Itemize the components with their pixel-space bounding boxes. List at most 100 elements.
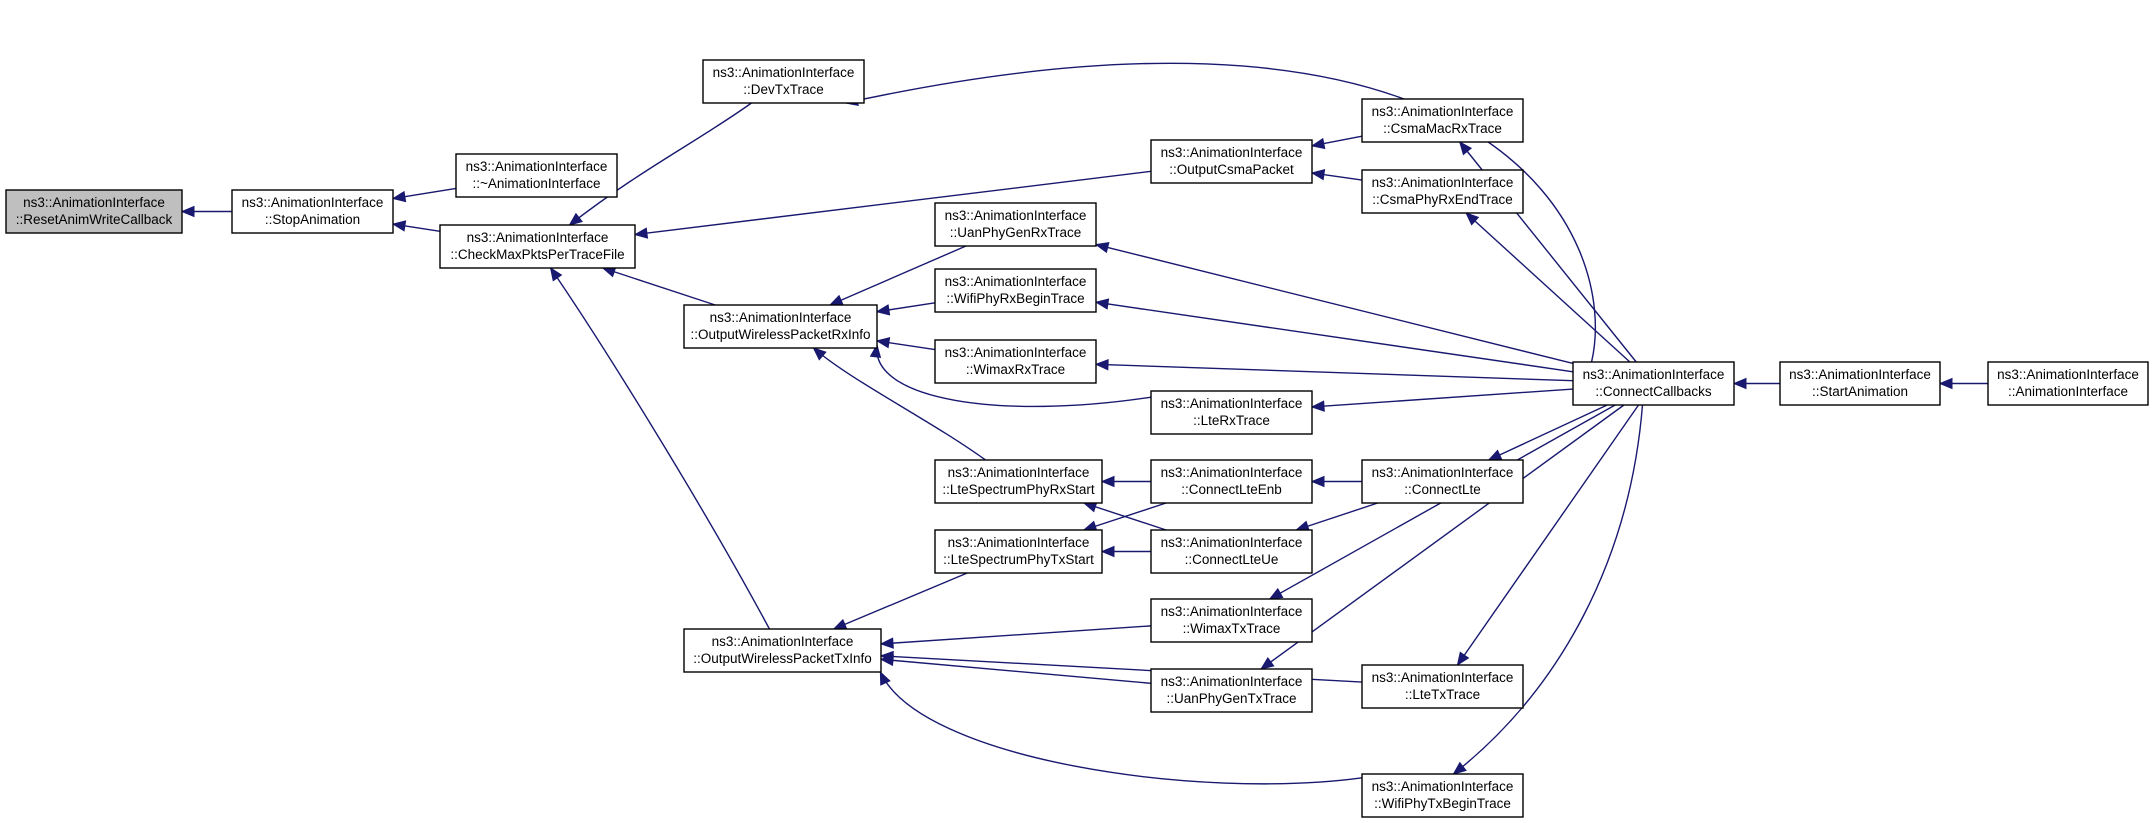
node-box — [1150, 668, 1313, 713]
edge-line — [833, 572, 968, 630]
node-connenb[interactable]: ns3::AnimationInterface::ConnectLteEnb — [1150, 459, 1313, 504]
node-label-line1: ns3::AnimationInterface — [467, 230, 609, 245]
node-ctor[interactable]: ns3::AnimationInterface::AnimationInterf… — [1987, 361, 2149, 406]
node-csmamac[interactable]: ns3::AnimationInterface::CsmaMacRxTrace — [1361, 98, 1524, 143]
node-wimaxtx[interactable]: ns3::AnimationInterface::WimaxTxTrace — [1150, 598, 1313, 643]
node-connlte[interactable]: ns3::AnimationInterface::ConnectLte — [1361, 459, 1524, 504]
edge-connectcb-to-lterx — [1310, 388, 1574, 412]
edge-connenb-to-ltespecrx — [1100, 475, 1151, 488]
node-label-line2: ::ResetAnimWriteCallback — [16, 212, 173, 227]
node-label-line1: ns3::AnimationInterface — [1161, 145, 1303, 160]
edge-connue-to-ltespectx — [1100, 545, 1151, 558]
node-stop[interactable]: ns3::AnimationInterface::StopAnimation — [231, 189, 394, 234]
edge-line — [813, 347, 986, 461]
edge-arrowhead — [1732, 377, 1747, 390]
node-csmaphy[interactable]: ns3::AnimationInterface::CsmaPhyRxEndTra… — [1361, 169, 1524, 214]
edge-connectcb-to-wimaxrx — [1094, 358, 1574, 382]
edge-outcsma-to-checkmax — [633, 170, 1152, 239]
edge-line — [1488, 404, 1608, 461]
node-label-line1: ns3::AnimationInterface — [1997, 367, 2139, 382]
edge-line — [880, 625, 1152, 645]
node-dtor[interactable]: ns3::AnimationInterface::~AnimationInter… — [455, 153, 618, 198]
edge-arrowhead — [869, 343, 882, 359]
node-outcsma[interactable]: ns3::AnimationInterface::OutputCsmaPacke… — [1150, 139, 1313, 184]
edge-arrowhead — [828, 294, 844, 306]
node-label-line2: ::WifiPhyRxBeginTrace — [946, 291, 1084, 306]
edge-arrowhead — [1094, 298, 1110, 310]
edge-lterx-to-outwrx — [869, 343, 1152, 408]
edge-line — [879, 671, 1363, 785]
edge-line — [569, 102, 752, 226]
node-label-line1: ns3::AnimationInterface — [242, 195, 384, 210]
node-box — [1361, 664, 1524, 709]
node-box — [1361, 169, 1524, 214]
node-label-line2: ::LteSpectrumPhyRxStart — [942, 482, 1095, 497]
edge-ltespecrx-to-outwrx — [812, 347, 986, 461]
node-outwtx[interactable]: ns3::AnimationInterface::OutputWirelessP… — [683, 628, 882, 673]
node-ltespectx[interactable]: ns3::AnimationInterface::LteSpectrumPhyT… — [934, 529, 1103, 574]
node-wifirx[interactable]: ns3::AnimationInterface::WifiPhyRxBeginT… — [934, 268, 1097, 313]
node-connectcb[interactable]: ns3::AnimationInterface::ConnectCallback… — [1572, 361, 1735, 406]
node-label-line1: ns3::AnimationInterface — [1583, 367, 1725, 382]
edge-arrowhead — [1452, 761, 1467, 775]
node-label-line1: ns3::AnimationInterface — [1161, 465, 1303, 480]
node-label-line2: ::WifiPhyTxBeginTrace — [1374, 796, 1511, 811]
node-box — [934, 268, 1097, 313]
edge-arrowhead — [1100, 545, 1115, 558]
edge-arrowhead — [1094, 358, 1109, 371]
edge-line — [549, 267, 771, 630]
node-label-line1: ns3::AnimationInterface — [1789, 367, 1931, 382]
node-label-line2: ::ConnectLteEnb — [1181, 482, 1282, 497]
node-ltetx[interactable]: ns3::AnimationInterface::LteTxTrace — [1361, 664, 1524, 709]
edge-line — [1465, 212, 1631, 363]
edge-arrowhead — [1465, 212, 1480, 226]
node-label-line2: ::CsmaPhyRxEndTrace — [1372, 192, 1513, 207]
node-wimaxrx[interactable]: ns3::AnimationInterface::WimaxRxTrace — [934, 339, 1097, 384]
node-label-line1: ns3::AnimationInterface — [1372, 465, 1514, 480]
node-reset[interactable]: ns3::AnimationInterface::ResetAnimWriteC… — [5, 189, 183, 234]
edge-arrowhead — [1456, 651, 1470, 667]
node-box — [1150, 459, 1313, 504]
node-label-line1: ns3::AnimationInterface — [1161, 396, 1303, 411]
edge-arrowhead — [1100, 475, 1115, 488]
node-box — [1361, 98, 1524, 143]
edge-line — [1456, 404, 1640, 666]
edge-arrowhead — [879, 650, 894, 663]
node-wifitx[interactable]: ns3::AnimationInterface::WifiPhyTxBeginT… — [1361, 773, 1524, 818]
node-label-line1: ns3::AnimationInterface — [1372, 779, 1514, 794]
node-uantx[interactable]: ns3::AnimationInterface::UanPhyGenTxTrac… — [1150, 668, 1313, 713]
edge-arrowhead — [879, 637, 894, 649]
node-ltespecrx[interactable]: ns3::AnimationInterface::LteSpectrumPhyR… — [934, 459, 1103, 504]
edge-arrowhead — [1310, 137, 1326, 150]
edge-arrowhead — [568, 212, 583, 226]
node-devtx[interactable]: ns3::AnimationInterface::DevTxTrace — [702, 59, 865, 104]
edge-line — [1453, 404, 1644, 775]
edge-connectcb-to-csmaphy — [1465, 212, 1631, 363]
node-label-line1: ns3::AnimationInterface — [945, 345, 1087, 360]
node-connue[interactable]: ns3::AnimationInterface::ConnectLteUe — [1150, 529, 1313, 574]
node-label-line1: ns3::AnimationInterface — [948, 535, 1090, 550]
node-label-line2: ::StopAnimation — [265, 212, 360, 227]
node-box — [1150, 529, 1313, 574]
edge-line — [1083, 502, 1167, 531]
node-label-line2: ::OutputWirelessPacketTxInfo — [693, 651, 872, 666]
node-box — [1150, 139, 1313, 184]
node-outwrx[interactable]: ns3::AnimationInterface::OutputWirelessP… — [683, 304, 878, 349]
node-label-line1: ns3::AnimationInterface — [948, 465, 1090, 480]
edge-line — [1095, 363, 1574, 382]
node-label-line1: ns3::AnimationInterface — [1372, 670, 1514, 685]
edge-line — [829, 245, 967, 306]
node-box — [683, 628, 882, 673]
node-box — [1361, 773, 1524, 818]
node-start[interactable]: ns3::AnimationInterface::StartAnimation — [1779, 361, 1941, 406]
node-label-line1: ns3::AnimationInterface — [945, 274, 1087, 289]
node-lterx[interactable]: ns3::AnimationInterface::LteRxTrace — [1150, 390, 1313, 435]
edge-csmamac-to-outcsma — [1310, 135, 1363, 150]
node-box — [1361, 459, 1524, 504]
node-checkmax[interactable]: ns3::AnimationInterface::CheckMaxPktsPer… — [439, 224, 636, 269]
node-label-line1: ns3::AnimationInterface — [23, 195, 165, 210]
node-label-line2: ::OutputCsmaPacket — [1169, 162, 1294, 177]
node-uanrx[interactable]: ns3::AnimationInterface::UanPhyGenRxTrac… — [934, 202, 1097, 247]
edge-wifirx-to-outwrx — [875, 302, 936, 316]
